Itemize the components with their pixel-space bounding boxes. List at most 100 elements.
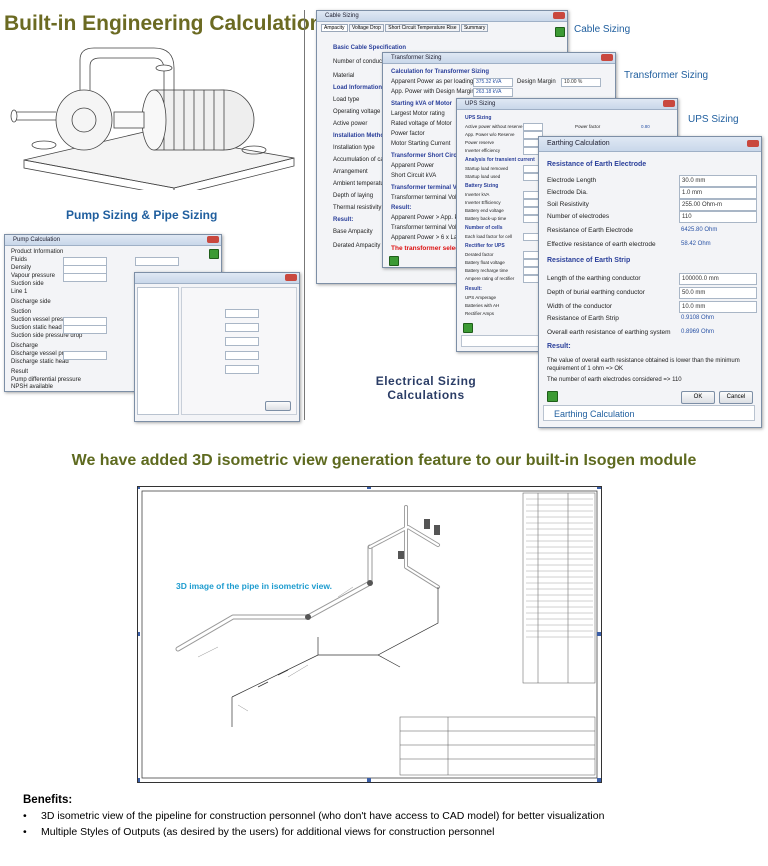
- ups-window-title: UPS Sizing: [457, 99, 677, 110]
- pump-row: Suction vessel pressure: [11, 317, 75, 323]
- pump-row: Result: [11, 369, 29, 375]
- tab-summary[interactable]: Summary: [460, 24, 489, 32]
- ups-row: Inverter Efficiency: [465, 200, 501, 205]
- page-title: Built-in Engineering Calculations: [4, 12, 335, 35]
- earth-strip-header: Resistance of Earth Strip: [547, 257, 631, 264]
- isometric-drawing: [138, 487, 601, 782]
- transformer-row: Apparent Power: [391, 163, 435, 169]
- close-icon[interactable]: [747, 140, 759, 147]
- tab-short-circuit[interactable]: Short Circuit Temperature Rise: [385, 24, 460, 32]
- ups-sizing-label: UPS Sizing: [688, 114, 739, 125]
- design-margin-input[interactable]: 10.00 %: [561, 78, 601, 87]
- close-icon[interactable]: [663, 100, 675, 107]
- conductor-width-input[interactable]: 10.0 mm: [679, 301, 757, 313]
- strip-resistance-value: 0.9108 Ohm: [681, 315, 715, 321]
- cable-row: Base Ampacity: [333, 229, 373, 235]
- benefit-text: Multiple Styles of Outputs (as desired b…: [41, 826, 495, 838]
- pipe-sizing-window: [134, 272, 300, 422]
- soil-resistivity-input[interactable]: 255.00 Ohm-m: [679, 199, 757, 211]
- pump-row: Suction: [11, 309, 32, 315]
- conductor-length-input[interactable]: 100000.0 mm: [679, 273, 757, 285]
- ups-power-factor-value: 0.80: [641, 124, 650, 129]
- save-icon[interactable]: [463, 323, 473, 333]
- cable-section-header: Basic Cable Specification: [333, 45, 407, 51]
- transformer-row: Short Circuit kVA: [391, 173, 437, 179]
- close-icon[interactable]: [207, 236, 219, 243]
- transformer-value: 375.32 kVA: [473, 78, 513, 87]
- cable-row: Arrangement: [333, 169, 368, 175]
- save-icon[interactable]: [389, 256, 399, 266]
- close-icon[interactable]: [601, 54, 613, 61]
- pump-input[interactable]: [135, 257, 179, 266]
- close-icon[interactable]: [553, 12, 565, 19]
- pump-input[interactable]: [63, 325, 107, 334]
- transformer-row: Apparent Power as per loading: [391, 79, 474, 85]
- isometric-drawing-sheet: 3D image of the pipe in isometric view.: [137, 486, 602, 783]
- help-icon[interactable]: [547, 391, 558, 402]
- resistance-electrode-label: Resistance of Earth Electrode: [547, 227, 633, 234]
- ups-row: Battery recharge time: [465, 268, 509, 273]
- pump-row: NPSH available: [11, 384, 54, 390]
- result-electrodes-text: The number of earth electrodes considere…: [547, 377, 682, 383]
- ups-input[interactable]: [523, 123, 543, 131]
- ups-row: UPS Amperage: [465, 295, 497, 300]
- ups-row: Inverter efficiency: [465, 148, 501, 153]
- save-icon[interactable]: [555, 27, 565, 37]
- cable-sizing-label: Cable Sizing: [574, 24, 631, 35]
- pump-row: Density: [11, 265, 32, 271]
- electrode-length-input[interactable]: 30.0 mm: [679, 175, 757, 187]
- pipe-input[interactable]: [225, 309, 259, 318]
- ups-row: Power reserve: [465, 140, 495, 145]
- transformer-section-header: Calculation for Transformer Sizing: [391, 69, 490, 75]
- soil-resistivity-label: Soil Resistivity: [547, 201, 589, 208]
- pump-input[interactable]: [63, 273, 107, 282]
- cable-section-header: Result:: [333, 217, 354, 223]
- transformer-result-text: The transformer selected: [391, 245, 469, 252]
- pump-row: Line 1: [11, 289, 28, 295]
- electrical-caption-line1: Electrical Sizing: [375, 374, 477, 388]
- pipe-input[interactable]: [225, 323, 259, 332]
- pump-row: Discharge static head: [11, 359, 69, 365]
- cable-row: Accumulation of cables: [333, 157, 395, 163]
- burial-depth-input[interactable]: 50.0 mm: [679, 287, 757, 299]
- transformer-row: Apparent Power > App. Power with Design: [391, 215, 505, 221]
- pump-row: Suction side: [11, 281, 44, 287]
- ups-section-header: Analysis for transient current: [465, 157, 535, 163]
- electrode-dia-input[interactable]: 1.0 mm: [679, 187, 757, 199]
- pipe-tree-panel[interactable]: [137, 287, 179, 415]
- earth-electrode-header: Resistance of Earth Electrode: [547, 161, 647, 168]
- bullet-icon: •: [23, 810, 27, 822]
- pump-input[interactable]: [63, 351, 107, 360]
- electrical-caption-line2: Calculations: [387, 388, 465, 402]
- ups-row: Ampere rating of rectifier: [465, 276, 515, 281]
- number-of-electrodes-input[interactable]: 110: [679, 211, 757, 223]
- result-text: The value of overall earth resistance ob…: [547, 358, 740, 372]
- pipe-input[interactable]: [225, 351, 259, 360]
- pipe-ok-button[interactable]: [265, 401, 291, 411]
- tab-voltage-drop[interactable]: Voltage Drop: [348, 24, 384, 32]
- cable-row: Derated Ampacity: [333, 243, 381, 249]
- transformer-row: Largest Motor rating: [391, 111, 445, 117]
- pipe-input[interactable]: [225, 337, 259, 346]
- transformer-row: Design Margin: [517, 79, 556, 85]
- cancel-button[interactable]: Cancel: [719, 391, 753, 404]
- ok-button[interactable]: OK: [681, 391, 715, 404]
- cable-row: Number of conductors: [333, 59, 393, 65]
- tab-ampacity[interactable]: Ampacity: [321, 24, 348, 32]
- ups-input[interactable]: [523, 131, 543, 139]
- earthing-window-title: Earthing Calculation: [539, 137, 761, 152]
- strip-resistance-label: Resistance of Earth Strip: [547, 315, 619, 322]
- section-divider: [304, 10, 305, 420]
- transformer-row: Transformer terminal Voltage Drop: [391, 195, 483, 201]
- save-icon[interactable]: [209, 249, 219, 259]
- transformer-row: Power factor: [391, 131, 425, 137]
- ups-row: App. Power w/o Reserve: [465, 132, 515, 137]
- ups-row: Startup load used: [465, 174, 501, 179]
- ups-row: Batteries with AH: [465, 303, 500, 308]
- close-icon[interactable]: [285, 274, 297, 281]
- cable-window-title: Cable Sizing: [317, 11, 567, 22]
- ups-section-header: Number of cells: [465, 225, 503, 231]
- ups-section-header: Battery Sizing: [465, 183, 499, 189]
- pipe-input[interactable]: [225, 365, 259, 374]
- bullet-icon: •: [23, 826, 27, 838]
